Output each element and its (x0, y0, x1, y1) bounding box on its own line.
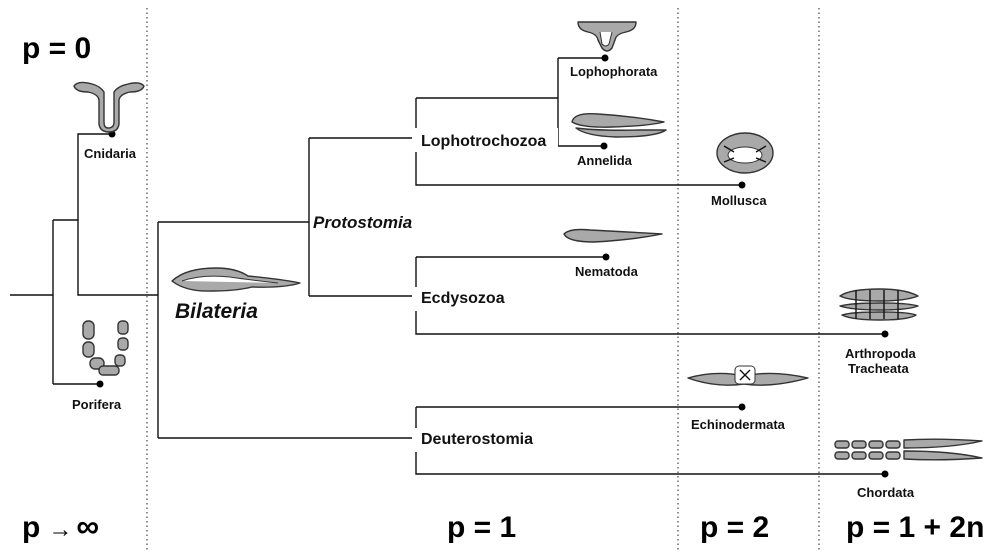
dot-nematoda (603, 254, 610, 261)
tree-branches (10, 58, 885, 474)
porifera-label: Porifera (72, 397, 122, 412)
chordata-label: Chordata (857, 485, 915, 500)
dot-echinodermata (739, 404, 746, 411)
zone-label-p-infinity: p →∞ (22, 508, 99, 544)
arrow-symbol: → (48, 516, 72, 543)
dot-arthropoda (882, 331, 889, 338)
annelida-label: Annelida (577, 153, 633, 168)
mollusca-illustration (717, 133, 773, 173)
mollusca-label: Mollusca (711, 193, 767, 208)
lophotrochozoa-label: Lophotrochozoa (421, 133, 546, 150)
tracheata-label: Tracheata (848, 361, 909, 376)
p-symbol: p (22, 511, 40, 544)
illustrations (74, 22, 982, 460)
echinodermata-label: Echinodermata (691, 417, 786, 432)
dot-lophophorata (602, 55, 609, 62)
annelida-illustration (572, 114, 664, 127)
ecdysozoa-label: Ecdysozoa (421, 290, 505, 307)
zone-label-p2: p = 2 (700, 511, 769, 544)
annelida-lower (576, 128, 666, 137)
deuterostomia-label: Deuterostomia (421, 431, 533, 448)
dot-annelida (601, 143, 608, 150)
nematoda-illustration (564, 230, 662, 243)
dot-porifera (97, 381, 104, 388)
protostomia-label: Protostomia (313, 213, 412, 232)
lophophorata-label: Lophophorata (570, 64, 658, 79)
cnidaria-illustration (74, 82, 144, 132)
echinodermata-illustration (688, 366, 808, 385)
terminal-dots (97, 55, 889, 478)
zone-label-p-1-2n: p = 1 + 2n (846, 511, 984, 544)
dot-chordata (882, 471, 889, 478)
cnidaria-label: Cnidaria (84, 146, 137, 161)
porifera-illustration (83, 321, 128, 375)
dot-mollusca (739, 182, 746, 189)
arthropoda-illustration (840, 289, 918, 320)
zone-label-p1: p = 1 (447, 511, 516, 544)
infinity-symbol: ∞ (76, 508, 99, 544)
chordata-illustration (835, 439, 982, 460)
bilateria-label: Bilateria (175, 300, 258, 323)
zone-label-p0: p = 0 (22, 32, 91, 65)
arthropoda-label: Arthropoda (845, 346, 917, 361)
branch-to-bilateria (78, 220, 158, 295)
nematoda-label: Nematoda (575, 264, 639, 279)
